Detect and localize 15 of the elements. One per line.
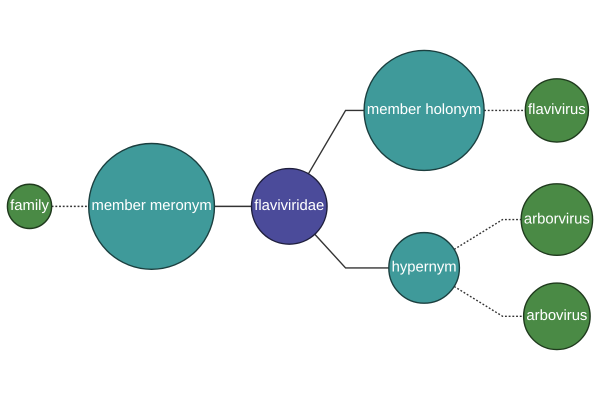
node-circle: flaviviridae: [250, 168, 328, 245]
node-circle: flavivirus: [524, 78, 590, 143]
node-circle: member holonym: [363, 50, 485, 172]
node-circle: arbovirus: [522, 282, 591, 350]
node-circle: hypernym: [388, 232, 460, 304]
connector: [314, 234, 389, 269]
connector: [52, 206, 89, 208]
connector: [308, 110, 364, 174]
connector: [454, 286, 524, 317]
connector: [454, 218, 522, 250]
node-circle: arborvirus: [520, 183, 594, 256]
node-circle: member meronym: [88, 142, 216, 270]
connector: [214, 206, 252, 208]
node-circle: family: [6, 184, 52, 230]
connector: [484, 110, 526, 112]
